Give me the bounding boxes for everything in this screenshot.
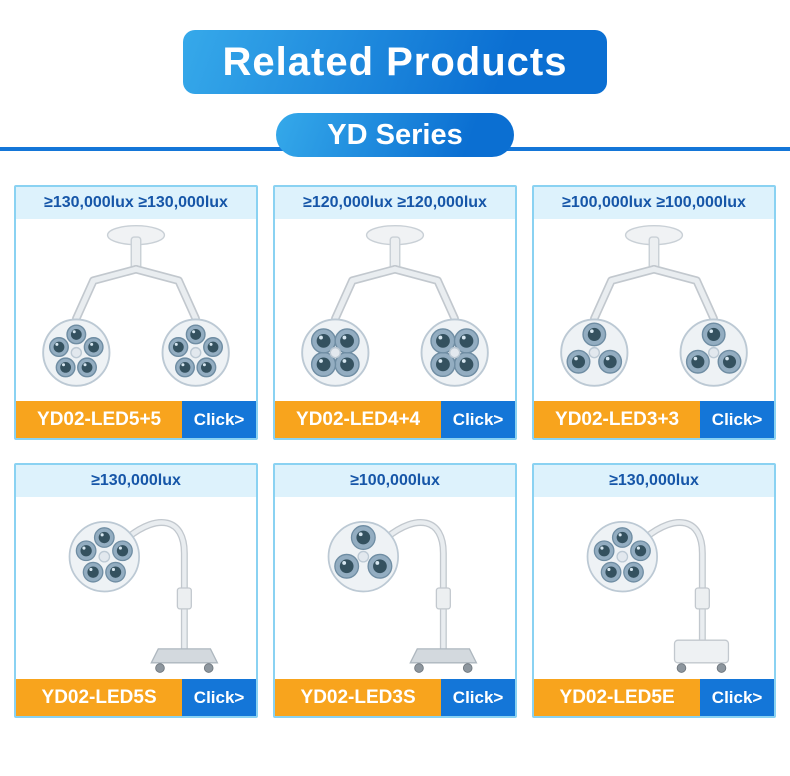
click-button[interactable]: Click> <box>700 679 774 716</box>
product-card: ≥120,000lux ≥120,000lux YD02-LED4+4 Clic… <box>273 185 517 440</box>
series-pill: YD Series <box>276 113 514 157</box>
related-products-banner: Related Products <box>183 30 607 94</box>
spec-label: ≥130,000lux ≥130,000lux <box>16 187 256 219</box>
model-label: YD02-LED3S <box>275 679 442 716</box>
model-label: YD02-LED3+3 <box>534 401 701 438</box>
click-button[interactable]: Click> <box>441 679 515 716</box>
model-label: YD02-LED5E <box>534 679 701 716</box>
product-card: ≥100,000lux YD02-LED3S Click> <box>273 463 517 718</box>
product-image <box>275 219 515 401</box>
product-image <box>534 497 774 679</box>
product-image <box>275 497 515 679</box>
model-label: YD02-LED4+4 <box>275 401 442 438</box>
product-card: ≥130,000lux YD02-LED5S Click> <box>14 463 258 718</box>
product-grid: ≥130,000lux ≥130,000lux YD02-LED5+5 Clic… <box>0 157 790 744</box>
card-footer: YD02-LED5E Click> <box>534 679 774 716</box>
product-card: ≥100,000lux ≥100,000lux YD02-LED3+3 Clic… <box>532 185 776 440</box>
model-label: YD02-LED5+5 <box>16 401 183 438</box>
series-title: YD Series <box>327 118 463 151</box>
card-footer: YD02-LED4+4 Click> <box>275 401 515 438</box>
card-footer: YD02-LED3+3 Click> <box>534 401 774 438</box>
click-button[interactable]: Click> <box>700 401 774 438</box>
series-header: YD Series <box>0 113 790 157</box>
click-button[interactable]: Click> <box>441 401 515 438</box>
product-card: ≥130,000lux YD02-LED5E Click> <box>532 463 776 718</box>
product-image <box>534 219 774 401</box>
product-card: ≥130,000lux ≥130,000lux YD02-LED5+5 Clic… <box>14 185 258 440</box>
spec-label: ≥120,000lux ≥120,000lux <box>275 187 515 219</box>
product-image <box>16 497 256 679</box>
product-image <box>16 219 256 401</box>
spec-label: ≥100,000lux ≥100,000lux <box>534 187 774 219</box>
card-footer: YD02-LED5S Click> <box>16 679 256 716</box>
spec-label: ≥130,000lux <box>534 465 774 497</box>
spec-label: ≥100,000lux <box>275 465 515 497</box>
click-button[interactable]: Click> <box>182 679 256 716</box>
click-button[interactable]: Click> <box>182 401 256 438</box>
card-footer: YD02-LED5+5 Click> <box>16 401 256 438</box>
card-footer: YD02-LED3S Click> <box>275 679 515 716</box>
related-products-title: Related Products <box>222 39 568 84</box>
model-label: YD02-LED5S <box>16 679 183 716</box>
spec-label: ≥130,000lux <box>16 465 256 497</box>
